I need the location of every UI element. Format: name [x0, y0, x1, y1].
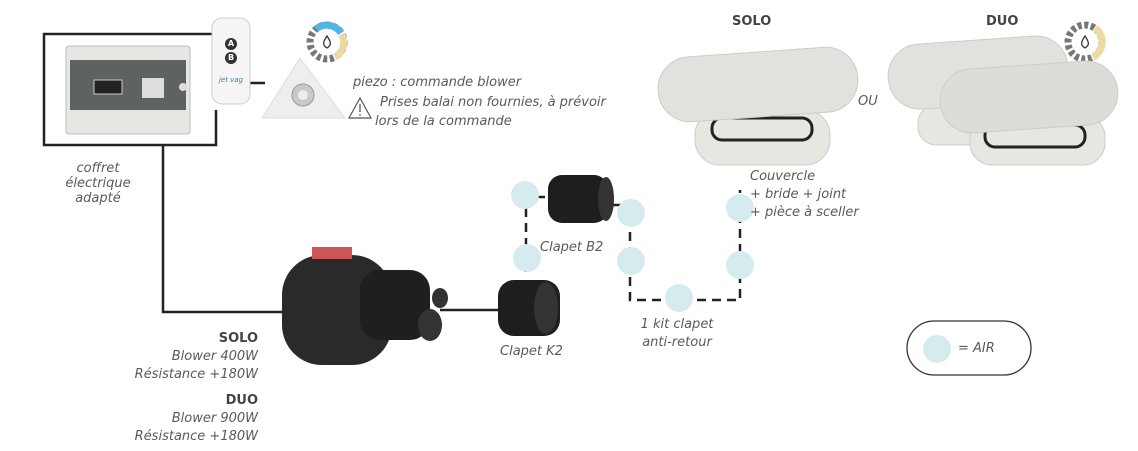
air-point: [617, 247, 645, 275]
kit-line: anti-retour: [642, 335, 712, 350]
air-point: [726, 251, 754, 279]
piezo-button-image: [261, 57, 346, 119]
ou-label: OU: [858, 94, 878, 109]
warning-line: lors de la commande: [375, 114, 512, 129]
coffret-line: adapté: [75, 191, 121, 206]
electrical-box-image: [65, 45, 191, 135]
warning-icon: [347, 96, 373, 119]
legend-box: [906, 320, 1032, 376]
blower-specs: SOLO Blower 400W Résistance +180W DUO Bl…: [100, 330, 258, 446]
wiring: [42, 32, 500, 314]
cover-solo-image: [657, 46, 859, 166]
clapet-k2-image: [498, 280, 560, 336]
coffret-line: électrique: [65, 176, 131, 191]
legend-air-swatch: [923, 335, 951, 363]
blower-solo-title: SOLO: [218, 331, 258, 346]
blower-solo-resistance: Résistance +180W: [134, 367, 258, 382]
water-drop-color-icon: [1064, 21, 1106, 63]
warning-line: Prises balai non fournies, à prévoir: [380, 95, 606, 110]
couvercle-label: Couvercle + bride + joint + pièce à scel…: [750, 168, 859, 222]
water-drop-color-icon: [306, 21, 348, 63]
blower-solo-power: Blower 400W: [171, 349, 258, 364]
duo-cover-heading: DUO: [986, 14, 1019, 29]
solo-cover-heading: SOLO: [732, 14, 772, 29]
blower-image: [282, 247, 448, 365]
remote-button-a: A: [227, 39, 235, 48]
legend-label: = AIR: [958, 341, 995, 356]
couvercle-line: + bride + joint: [750, 187, 847, 202]
clapet-k2-label: Clapet K2: [500, 344, 563, 359]
remote-brand-label: jet vag: [218, 76, 244, 84]
piezo-label: piezo : commande blower: [353, 75, 522, 90]
coffret-line: coffret: [76, 161, 120, 176]
cover-duo-image: [887, 35, 1119, 166]
kit-line: 1 kit clapet: [640, 317, 714, 332]
blower-duo-power: Blower 900W: [171, 411, 258, 426]
clapet-b2-label: Clapet B2: [540, 240, 604, 255]
coffret-label: coffret électrique adapté: [50, 161, 146, 206]
couvercle-line: + pièce à sceller: [750, 205, 859, 220]
remote-control-image: [211, 17, 251, 105]
kit-clapet-label: 1 kit clapet anti-retour: [617, 316, 737, 352]
air-point: [665, 284, 693, 312]
remote-button-b: B: [227, 53, 235, 62]
air-point: [513, 244, 541, 272]
air-point: [617, 199, 645, 227]
air-points: [511, 181, 754, 312]
clapet-b2-image: [548, 175, 614, 223]
blower-duo-resistance: Résistance +180W: [134, 429, 258, 444]
couvercle-line: Couvercle: [750, 169, 816, 184]
blower-duo-title: DUO: [225, 393, 258, 408]
air-point: [511, 181, 539, 209]
air-point: [726, 194, 754, 222]
